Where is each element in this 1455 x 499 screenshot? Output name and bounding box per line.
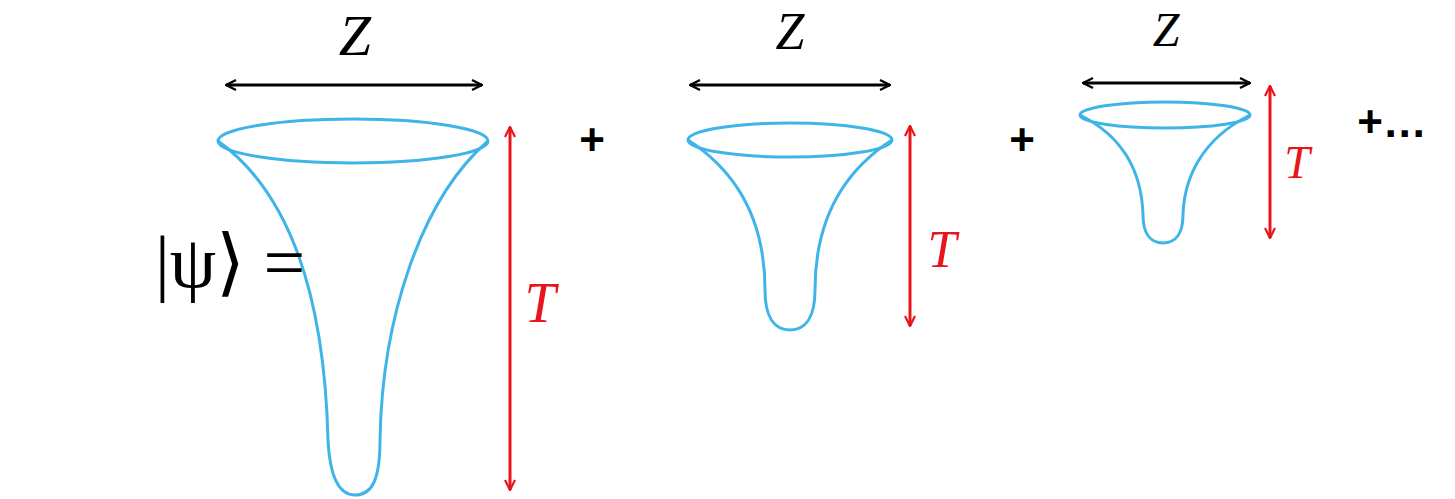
width-arrow: [226, 84, 482, 87]
width-label: Z: [339, 7, 371, 65]
plus-ellipsis: +…: [1357, 100, 1427, 144]
depth-label: T: [928, 224, 957, 276]
funnel-outline: [1080, 115, 1250, 243]
depth-label: T: [1284, 140, 1310, 186]
funnel-rim: [218, 119, 488, 163]
depth-arrow: [509, 127, 512, 490]
width-label: Z: [1153, 6, 1180, 54]
depth-arrow: [1269, 86, 1272, 238]
funnel-outline: [688, 140, 892, 330]
depth-arrow: [909, 126, 912, 326]
funnel-rim: [688, 123, 892, 157]
funnel-outline: [218, 141, 488, 495]
depth-label: T: [524, 275, 555, 331]
funnel-rim: [1080, 102, 1250, 128]
plus-sign: +: [1009, 118, 1035, 162]
width-label: Z: [776, 6, 805, 58]
width-arrow: [690, 84, 890, 87]
width-arrow: [1083, 82, 1250, 85]
plus-sign: +: [579, 118, 605, 162]
state-expression: |ψ⟩ =: [155, 225, 305, 299]
